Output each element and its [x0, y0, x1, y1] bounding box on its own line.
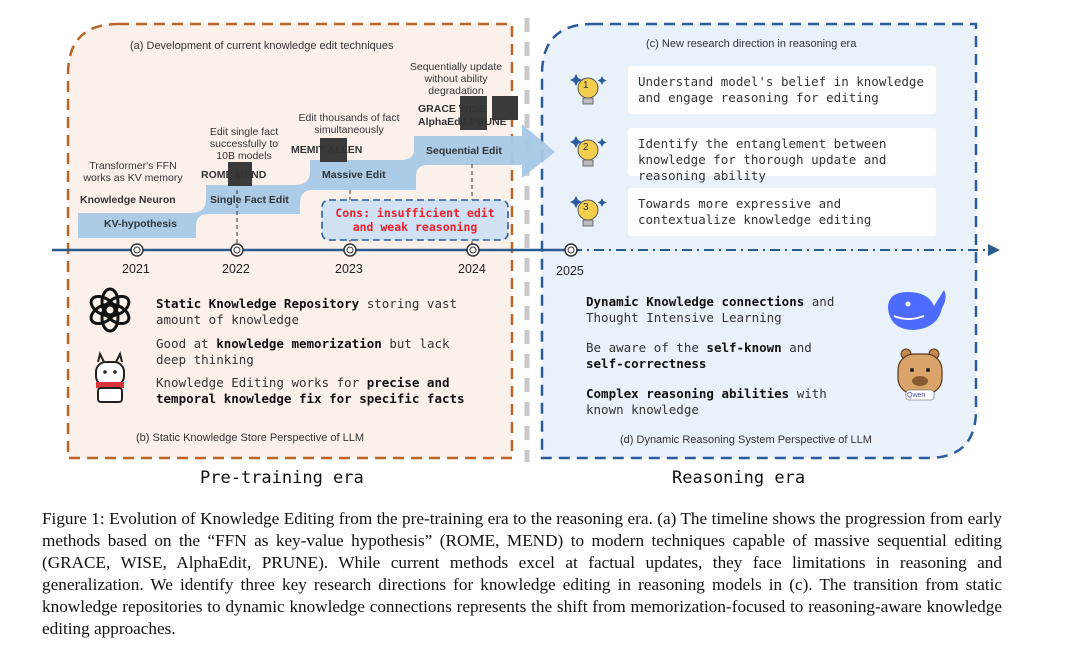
- stage-2-method: ROME MEND: [201, 169, 267, 181]
- bulb-number-1: 1: [583, 80, 589, 91]
- left-point-1: Static Knowledge Repository storing vast…: [156, 296, 486, 328]
- stair-steps: [78, 124, 555, 238]
- right-point-3-bold: Complex reasoning abilities: [586, 386, 790, 401]
- cons-text: Cons: insufficient edit and weak reasoni…: [324, 206, 506, 234]
- right-point-3: Complex reasoning abilities with known k…: [586, 386, 856, 418]
- year-marker-2023: [343, 243, 357, 257]
- redaction-block: [228, 162, 252, 186]
- left-point-3: Knowledge Editing works for precise and …: [156, 375, 486, 407]
- left-point-3-bold: precise and temporal knowledge fix for s…: [156, 375, 465, 406]
- direction-text-2: Identify the entanglement between knowle…: [638, 136, 887, 183]
- stage-1-method: Knowledge Neuron: [80, 194, 176, 206]
- panel-b-title: (b) Static Knowledge Store Perspective o…: [136, 432, 365, 444]
- left-point-2-bold: knowledge memorization: [216, 336, 382, 351]
- redaction-block: [320, 138, 347, 162]
- stage-1-note-line1: Transformer's FFN: [89, 160, 177, 172]
- right-point-1-text: and Thought Intensive Learning: [586, 294, 835, 325]
- stage-3-label: Massive Edit: [322, 169, 386, 181]
- stage-2-note-line1: Edit single fact: [209, 126, 279, 138]
- right-point-1: Dynamic Knowledge connections and Though…: [586, 294, 856, 326]
- stage-4-note-line1: Sequentially update: [409, 61, 503, 73]
- left-point-2: Good at knowledge memorization but lack …: [156, 336, 486, 368]
- redaction-block: [460, 96, 487, 130]
- whale-logo-icon: [888, 290, 946, 330]
- stage-4-note-line2: without ability: [424, 73, 488, 85]
- stage-3-note-line1: Edit thousands of fact: [298, 112, 400, 124]
- figure: (a) Development of current knowledge edi…: [52, 18, 1000, 488]
- timeline-arrowhead: [988, 244, 1000, 256]
- stage-1-label: KV-hypothesis: [104, 218, 177, 230]
- cons-box: [321, 199, 509, 241]
- year-label-2025: 2025: [556, 264, 584, 278]
- left-panel-frame: [66, 22, 514, 460]
- qwen-logo-text: Qwen: [907, 392, 926, 399]
- bulb-number-3: 3: [583, 202, 589, 213]
- stage-3-note-line2: simultaneously: [314, 124, 384, 136]
- panel-a-title: (a) Development of current knowledge edi…: [130, 40, 394, 52]
- panel-c-title: (c) New research direction in reasoning …: [646, 38, 857, 50]
- stage-4-note: Sequentially update without ability degr…: [404, 61, 508, 97]
- lightbulb-icon-3: [577, 199, 599, 227]
- bulb-number-2: 2: [583, 142, 589, 153]
- right-point-2-bold: self-known: [706, 340, 782, 355]
- direction-box-1: Understand model's belief in knowledge a…: [628, 66, 936, 114]
- stage-1-note-line2: works as KV memory: [83, 172, 183, 184]
- stage-3-note: Edit thousands of fact simultaneously: [288, 112, 410, 136]
- stage-2-label: Single Fact Edit: [210, 194, 289, 206]
- left-point-2-text: but lack deep thinking: [156, 336, 450, 367]
- direction-box-3: Towards more expressive and contextualiz…: [628, 188, 936, 236]
- direction-text-3: Towards more expressive and contextualiz…: [638, 196, 872, 227]
- stage-3-method: MEMIT ALLEN: [291, 144, 363, 156]
- right-point-2-pre: Be aware of the: [586, 340, 707, 355]
- direction-box-2: Identify the entanglement between knowle…: [628, 128, 936, 183]
- direction-text-1: Understand model's belief in knowledge a…: [638, 74, 924, 105]
- stage-4-method-line2: AlphaEdit PRUNE: [418, 116, 507, 128]
- right-point-2-bold2: self-correctness: [586, 356, 707, 371]
- right-point-1-bold: Dynamic Knowledge connections: [586, 294, 805, 309]
- left-point-2-pre: Good at: [156, 336, 217, 351]
- lightbulb-icon-1: [577, 77, 599, 105]
- stage-2-note-line2: successfully to: [209, 138, 279, 150]
- llama-icon: [95, 351, 125, 403]
- year-label-2024: 2024: [458, 262, 486, 276]
- year-label-2022: 2022: [222, 262, 250, 276]
- year-label-2021: 2021: [122, 262, 150, 276]
- lightbulb-icon-2: [577, 139, 599, 167]
- cons-line1: Cons: insufficient edit: [335, 206, 495, 220]
- stage-4-methods: GRACE WISE AlphaEdit PRUNE: [418, 103, 507, 129]
- pretraining-era-label: Pre-training era: [200, 468, 364, 488]
- right-point-3-text: with known knowledge: [586, 386, 827, 417]
- reasoning-era-label: Reasoning era: [672, 468, 806, 488]
- openai-logo-icon: [89, 287, 131, 333]
- left-point-1-bold: Static Knowledge Repository: [156, 296, 360, 311]
- right-point-2: Be aware of the self-known and self-corr…: [586, 340, 856, 372]
- year-label-2023: 2023: [335, 262, 363, 276]
- stage-4-note-line3: degradation: [428, 85, 484, 97]
- year-marker-2024: [466, 243, 480, 257]
- left-point-1-text: storing vast amount of knowledge: [156, 296, 458, 327]
- capybara-logo-icon: [897, 348, 943, 401]
- panel-d-title: (d) Dynamic Reasoning System Perspective…: [620, 434, 872, 446]
- cons-line2: and weak reasoning: [352, 220, 478, 234]
- stage-1-note: Transformer's FFN works as KV memory: [78, 160, 188, 184]
- right-point-2-mid: and: [781, 340, 812, 355]
- year-marker-2022: [230, 243, 244, 257]
- stage-4-label: Sequential Edit: [426, 145, 502, 157]
- sparkle-icon: [570, 74, 607, 208]
- year-marker-2021: [130, 243, 144, 257]
- left-point-3-pre: Knowledge Editing works for: [156, 375, 367, 390]
- stage-2-note: Edit single fact successfully to 10B mod…: [190, 126, 298, 162]
- year-marker-2025: [564, 243, 578, 257]
- stage-4-method-line1: GRACE WISE: [418, 103, 486, 115]
- redaction-block: [492, 96, 518, 120]
- figure-caption: Figure 1: Evolution of Knowledge Editing…: [42, 509, 1002, 638]
- stage-2-note-line3: 10B models: [216, 150, 272, 162]
